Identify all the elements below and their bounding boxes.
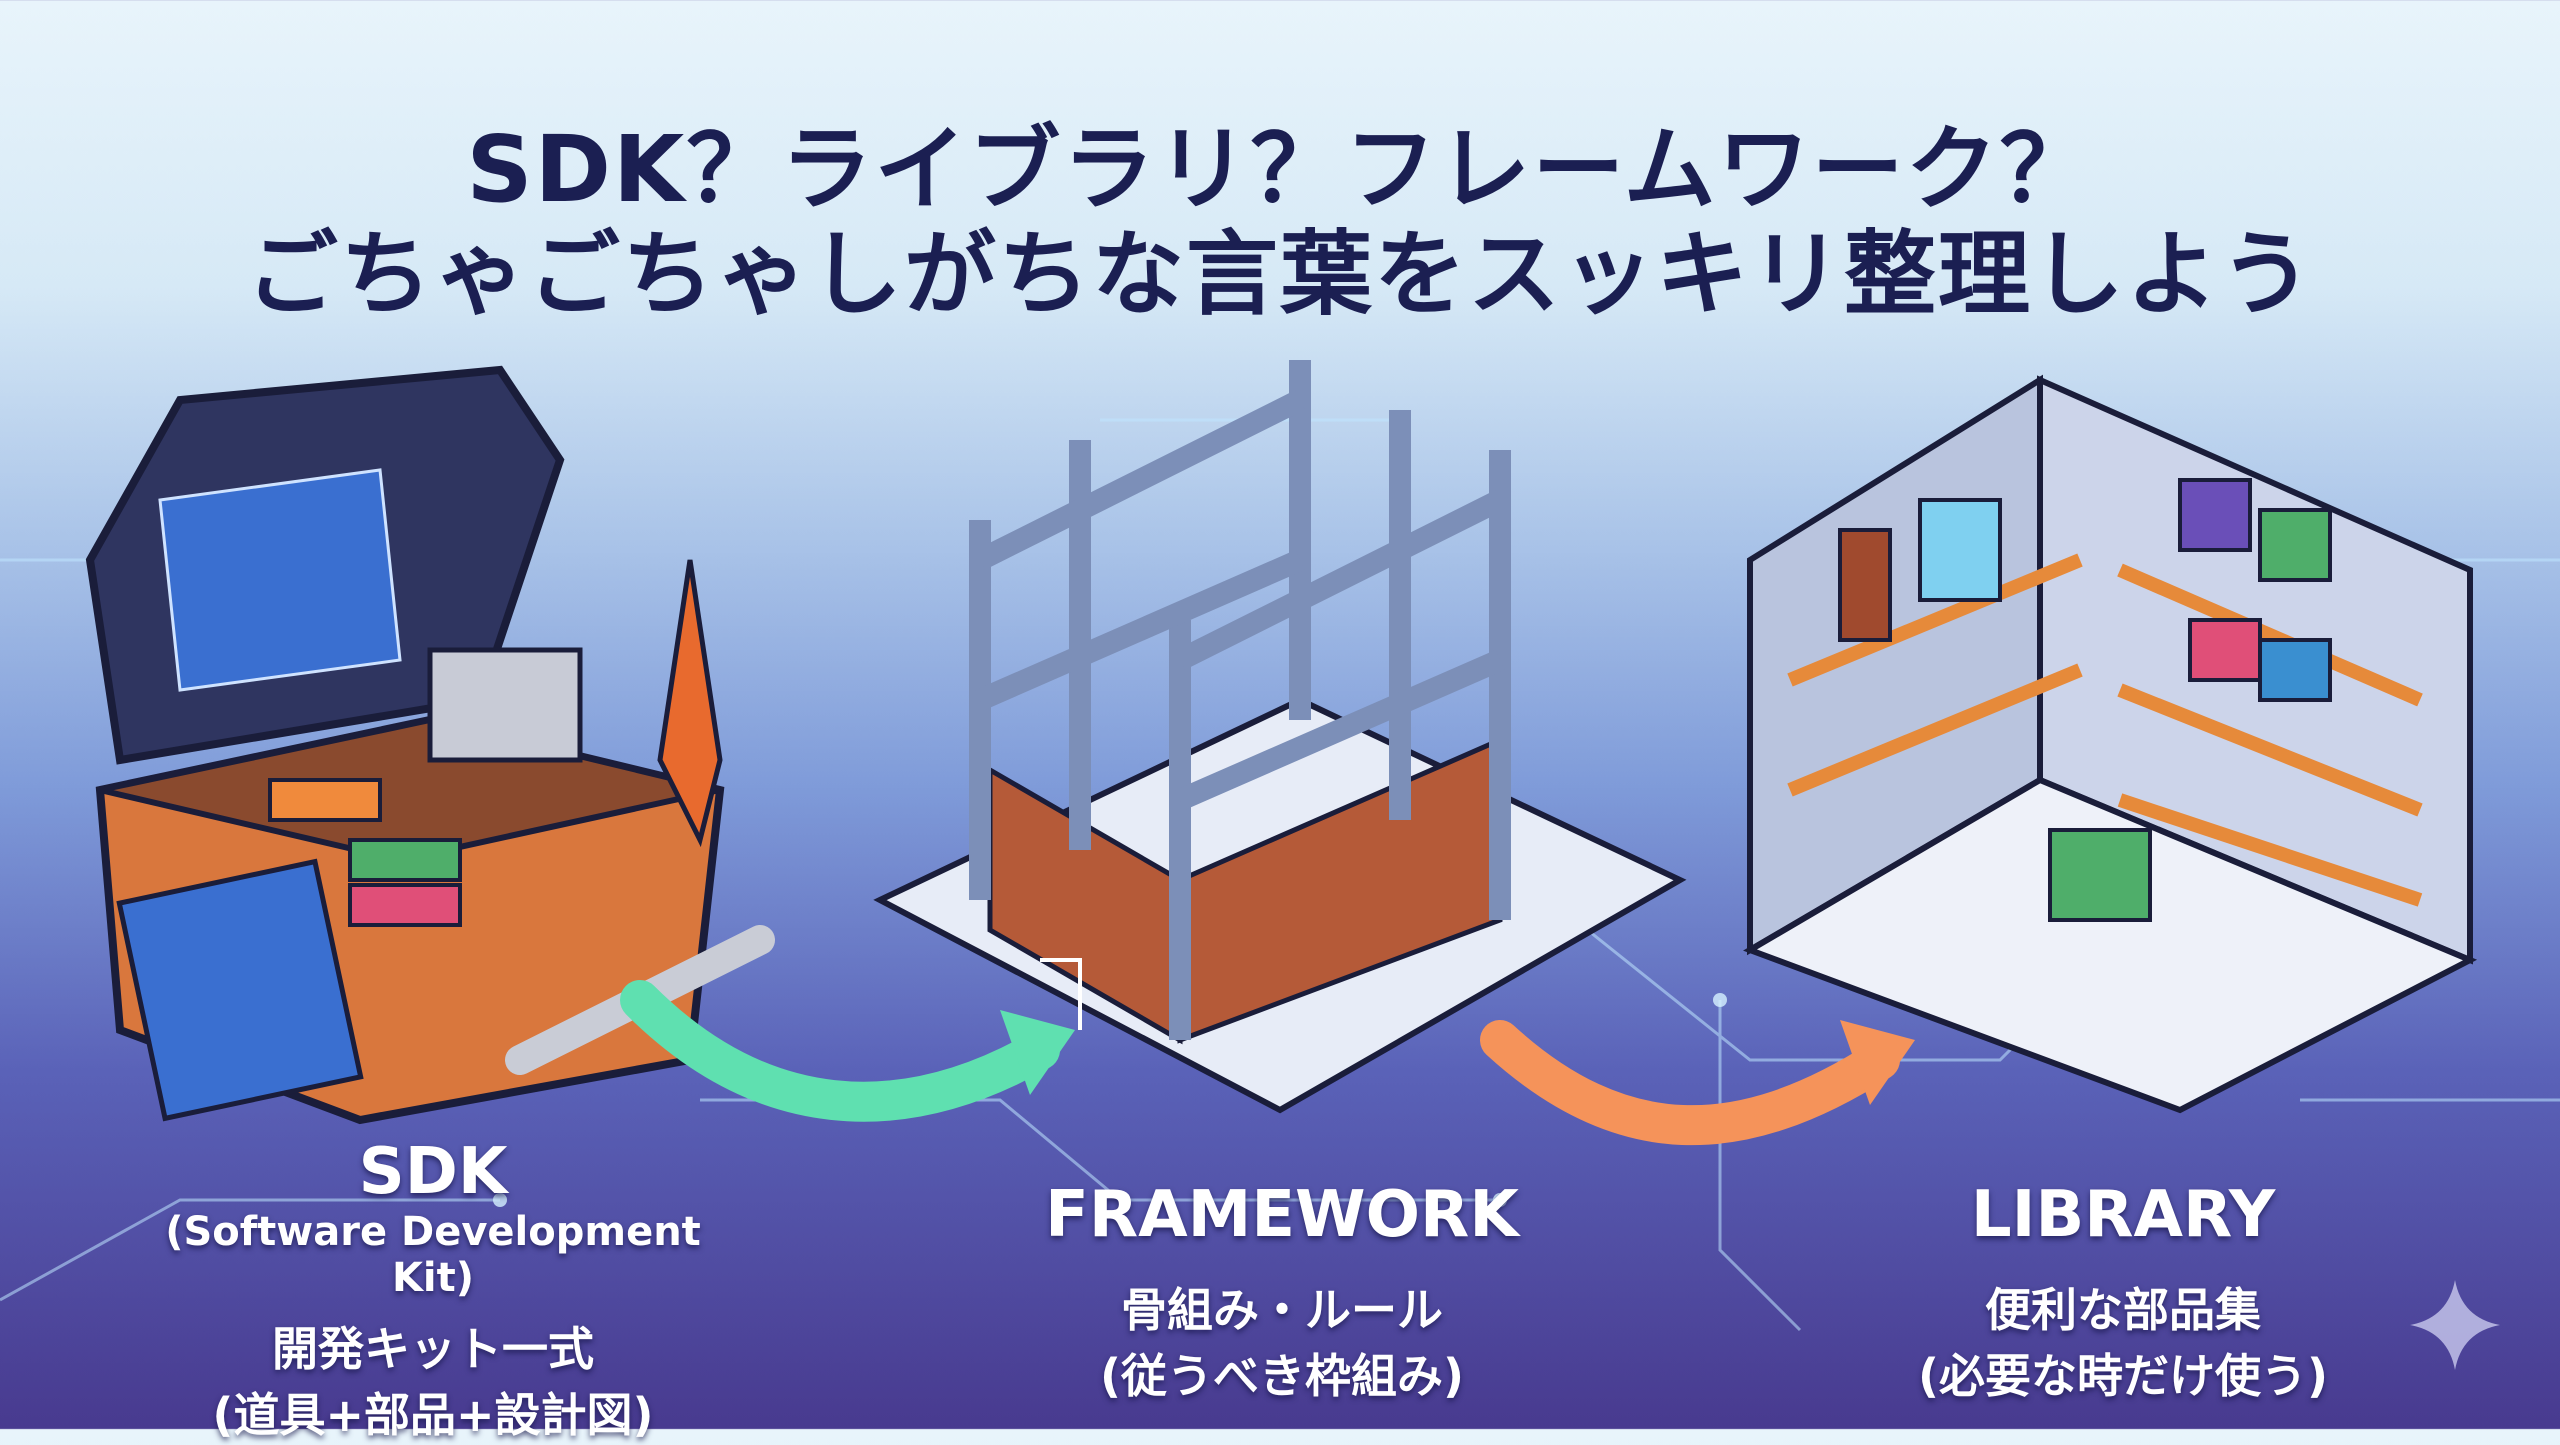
library-illustration — [1743, 374, 2478, 1114]
sdk-name: SDK — [358, 1135, 508, 1209]
library-description: 便利な部品集 — [1985, 1283, 2261, 1337]
green-arrow — [620, 980, 1060, 1122]
toolbox-illustration — [85, 365, 775, 1125]
title-line-1: SDK？ライブラリ？フレームワーク？ — [466, 116, 2094, 223]
framework-detail: (従うべき枠組み) — [1099, 1349, 1465, 1403]
framework-label: FRAMEWORK 骨組み・ルール (従うべき枠組み) — [980, 1178, 1584, 1406]
framework-name: FRAMEWORK — [1045, 1178, 1519, 1252]
framework-illustration — [873, 360, 1687, 1114]
sdk-description: 開発キット一式 — [272, 1322, 594, 1376]
framework-description: 骨組み・ルール — [1121, 1283, 1443, 1337]
library-label: LIBRARY 便利な部品集 (必要な時だけ使う) — [1830, 1178, 2416, 1406]
green-arrowhead — [1000, 1010, 1075, 1095]
title-line-2: ごちゃごちゃしがちな言葉をスッキリ整理しよう — [245, 221, 2314, 328]
sdk-subtitle: (Software Development Kit) — [165, 1209, 701, 1301]
sdk-label: SDK (Software Development Kit) 開発キット一式 (… — [120, 1135, 746, 1445]
sparkle-icon — [2410, 1280, 2500, 1370]
sdk-detail: (道具+部品+設計図) — [212, 1388, 654, 1442]
library-detail: (必要な時だけ使う) — [1917, 1349, 2329, 1403]
orange-arrow — [1480, 1020, 1900, 1146]
library-name: LIBRARY — [1970, 1178, 2276, 1252]
orange-arrowhead — [1840, 1020, 1915, 1105]
